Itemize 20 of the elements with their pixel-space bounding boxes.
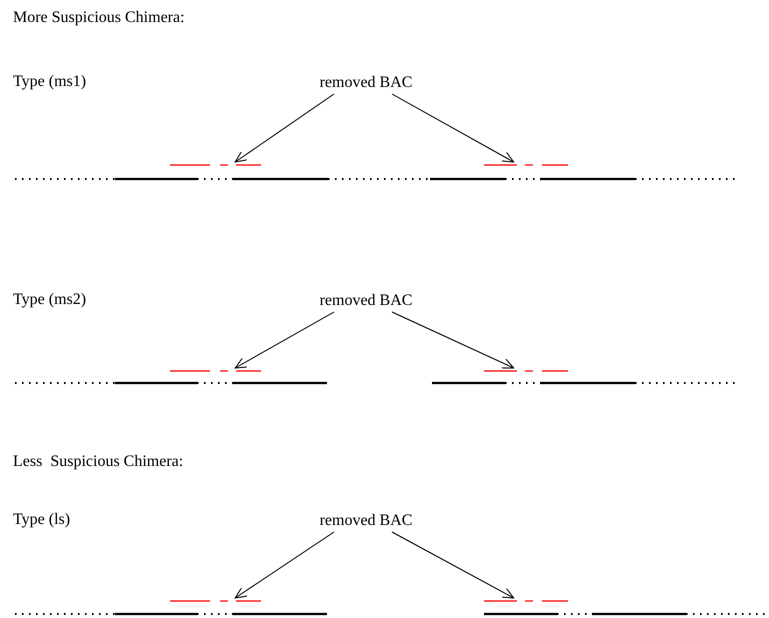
removed-bac-segment <box>168 598 264 604</box>
callout-text: removed BAC <box>320 73 412 93</box>
section-label: Type (ms2) <box>13 290 86 310</box>
callout-text: removed BAC <box>320 291 412 311</box>
removed-bac-segment <box>168 162 264 168</box>
removed-bac-segment <box>482 162 570 168</box>
callout-text: removed BAC <box>320 511 412 531</box>
arrow <box>392 312 514 368</box>
section-label: Type (ms1) <box>13 72 86 92</box>
arrow <box>234 94 334 162</box>
arrow <box>234 532 334 598</box>
removed-bac-segment <box>482 368 570 374</box>
arrow <box>392 532 514 598</box>
section-label: Type (ls) <box>13 510 70 530</box>
section-label: Less Suspicious Chimera: <box>13 452 184 472</box>
arrow <box>234 312 334 368</box>
removed-bac-segment <box>168 368 264 374</box>
removed-bac-segment <box>482 598 570 604</box>
section-label: More Suspicious Chimera: <box>13 8 185 28</box>
arrow <box>392 94 514 162</box>
